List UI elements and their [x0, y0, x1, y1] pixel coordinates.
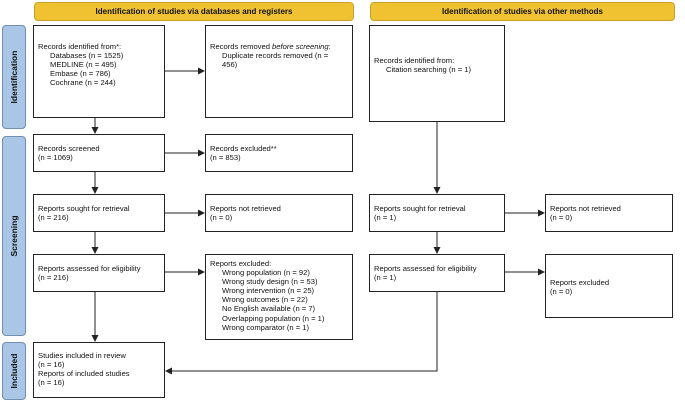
records-screened-label: Records screened — [38, 144, 100, 153]
box-other-reports-not-retrieved: Reports not retrieved (n = 0) — [545, 194, 673, 232]
box-records-identified: Records identified from*: Databases (n =… — [33, 25, 165, 118]
header-other-label: Identification of studies via other meth… — [442, 7, 603, 16]
phase-included: Included — [2, 342, 26, 400]
box-reports-sought: Reports sought for retrieval (n = 216) — [33, 194, 165, 232]
box-other-reports-assessed: Reports assessed for eligibility (n = 1) — [369, 254, 505, 292]
other-reports-excluded-count: (n = 0) — [550, 287, 573, 297]
reports-sought-count: (n = 216) — [38, 213, 69, 223]
reports-excluded-title: Reports excluded: — [210, 259, 272, 268]
phase-screening: Screening — [2, 136, 26, 336]
phase-identification: Identification — [2, 25, 26, 129]
studies-included-count: (n = 16) — [38, 360, 65, 370]
other-reports-sought-count: (n = 1) — [374, 213, 397, 223]
excluded-wrong-study-design: Wrong study design (n = 53) — [222, 277, 318, 287]
reports-assessed-count: (n = 216) — [38, 273, 69, 283]
box-reports-assessed: Reports assessed for eligibility (n = 21… — [33, 254, 165, 292]
reports-included-label: Reports of included studies — [38, 369, 130, 379]
reports-not-retrieved-label: Reports not retrieved — [210, 204, 281, 213]
records-excluded-count: (n = 853) — [210, 153, 241, 163]
studies-included-label: Studies included in review — [38, 351, 126, 360]
excluded-wrong-intervention: Wrong intervention (n = 25) — [222, 286, 315, 296]
box-records-removed: Records removed before screening: Duplic… — [205, 25, 353, 118]
other-identified-title: Records identified from: — [374, 56, 455, 65]
records-removed-title-em: before screening — [272, 42, 329, 51]
box-reports-excluded: Reports excluded: Wrong population (n = … — [205, 254, 353, 340]
reports-included-count: (n = 16) — [38, 378, 65, 388]
header-other-methods: Identification of studies via other meth… — [370, 2, 675, 21]
excluded-wrong-population: Wrong population (n = 92) — [222, 268, 310, 278]
arrow-other-assessed-to-included — [165, 292, 438, 375]
other-reports-not-retrieved-count: (n = 0) — [550, 213, 573, 223]
other-reports-assessed-label: Reports assessed for eligibility — [374, 264, 477, 273]
records-removed-title-post: : — [328, 42, 331, 51]
other-reports-not-retrieved-label: Reports not retrieved — [550, 204, 621, 213]
other-identified-citation: Citation searching (n = 1) — [386, 65, 472, 75]
records-excluded-label: Records excluded** — [210, 144, 277, 153]
excluded-wrong-comparator: Wrong comparator (n = 1) — [222, 322, 310, 332]
records-identified-databases: Databases (n = 1525) — [50, 51, 124, 61]
records-identified-medline: MEDLINE (n = 495) — [50, 60, 117, 70]
other-reports-assessed-count: (n = 1) — [374, 273, 397, 283]
box-other-reports-excluded: Reports excluded (n = 0) — [545, 254, 673, 318]
records-identified-embase: Embase (n = 786) — [50, 69, 111, 79]
box-records-excluded: Records excluded** (n = 853) — [205, 134, 353, 172]
box-studies-included: Studies included in review (n = 16) Repo… — [33, 342, 165, 398]
header-databases-label: Identification of studies via databases … — [95, 7, 293, 16]
other-reports-sought-label: Reports sought for retrieval — [374, 204, 466, 213]
box-other-records-identified: Records identified from: Citation search… — [369, 25, 505, 122]
box-reports-not-retrieved: Reports not retrieved (n = 0) — [205, 194, 353, 232]
reports-sought-label: Reports sought for retrieval — [38, 204, 130, 213]
records-identified-cochrane: Cochrane (n = 244) — [50, 78, 116, 88]
records-removed-title-pre: Records removed — [210, 42, 273, 51]
reports-assessed-label: Reports assessed for eligibility — [38, 264, 141, 273]
records-removed-title: Records removed before screening: — [210, 42, 348, 51]
records-removed-duplicates: Duplicate records removed (n = — [222, 51, 329, 61]
excluded-wrong-outcomes: Wrong outcomes (n = 22) — [222, 295, 308, 305]
reports-not-retrieved-count: (n = 0) — [210, 213, 233, 223]
header-databases: Identification of studies via databases … — [34, 2, 354, 21]
excluded-overlapping-population: Overlapping population (n = 1) — [222, 313, 325, 323]
records-identified-title: Records identified from*: — [38, 42, 122, 51]
excluded-no-english: No English available (n = 7) — [222, 304, 316, 314]
box-other-reports-sought: Reports sought for retrieval (n = 1) — [369, 194, 505, 232]
records-removed-duplicates-count: 456) — [222, 60, 238, 70]
other-reports-excluded-label: Reports excluded — [550, 278, 610, 287]
records-screened-count: (n = 1069) — [38, 153, 73, 163]
box-records-screened: Records screened (n = 1069) — [33, 134, 165, 172]
